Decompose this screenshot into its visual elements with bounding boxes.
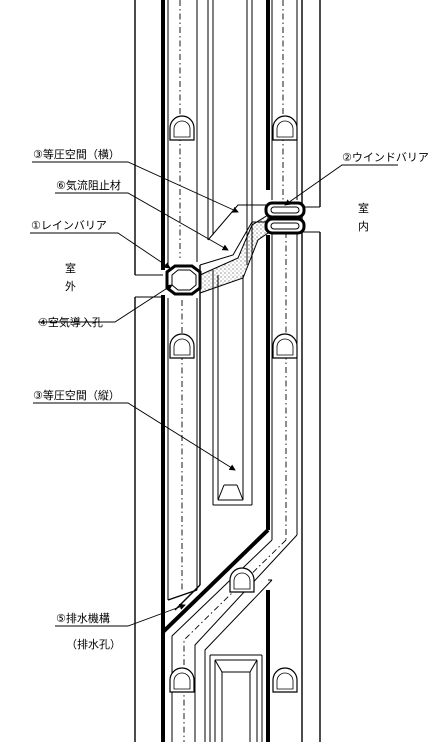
outer-panel [134, 0, 201, 742]
rain-barrier-gasket [165, 264, 202, 296]
drainage-diagonal [161, 528, 298, 742]
screw-bosses [169, 115, 298, 693]
inner-panel [266, 0, 321, 742]
indoor-side-label: 室 内 [358, 201, 369, 233]
outdoor-label-char-2: 外 [65, 280, 76, 293]
label-equal-pressure-vertical: ③等圧空間（縦） [33, 388, 120, 402]
equal-pressure-horizontal-space [199, 204, 268, 266]
label-wind-barrier: ②ウインドバリア [342, 151, 429, 164]
label-equal-pressure-horizontal: ③等圧空間（横） [33, 147, 120, 161]
indoor-label-char-1: 室 [358, 201, 369, 215]
outdoor-side-label: 室 外 [65, 261, 76, 293]
label-air-inlet-hole: ④空気導入孔 [38, 315, 103, 329]
label-drainage-mechanism: ⑤排水機構 [56, 611, 110, 625]
wind-barrier-gasket [264, 201, 306, 235]
leader-lines [30, 161, 398, 627]
label-rain-barrier: ①レインバリア [31, 219, 107, 232]
outdoor-label-char-1: 室 [65, 261, 76, 275]
rain-barrier-housing [135, 274, 163, 298]
indoor-label-char-2: 内 [358, 219, 369, 233]
label-drainage-hole: （排水孔） [66, 637, 121, 651]
center-frame [207, 0, 253, 506]
label-air-flow-stopper: ⑥気流阻止材 [56, 178, 121, 192]
